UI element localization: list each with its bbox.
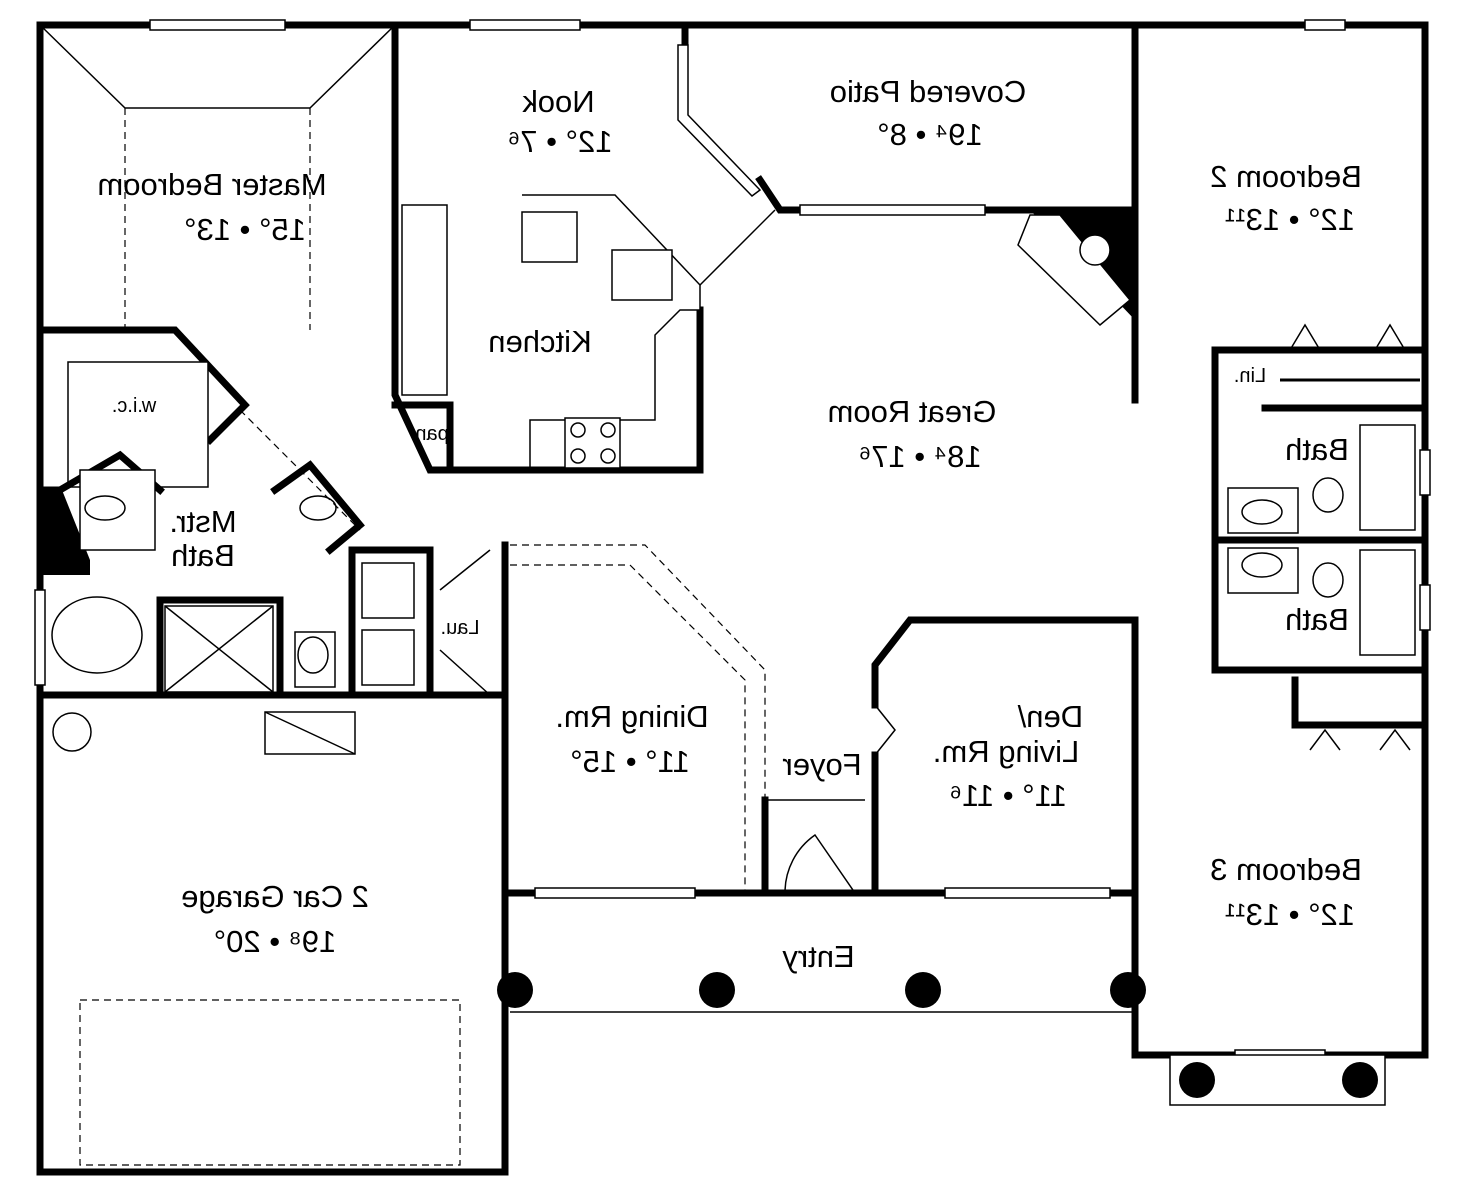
kitchen-nook xyxy=(391,194,776,474)
wic-label: w.i.c. xyxy=(112,395,157,417)
garage xyxy=(52,711,461,1166)
bedroom2-label: Bedroom 2 xyxy=(1210,159,1362,194)
bedroom2-dims: 12° • 13¹¹ xyxy=(1225,202,1355,237)
den-dims: 11° • 11⁶ xyxy=(949,778,1067,813)
bedroom3-dims: 12° • 13¹¹ xyxy=(1225,897,1355,932)
pan-label: pan xyxy=(415,423,448,445)
master-bedroom-label: Master Bedroom xyxy=(97,167,326,202)
master-bedroom-dims: 15° • 13° xyxy=(184,212,306,247)
bath-upper-label: Bath xyxy=(1285,432,1349,467)
kitchen-label: Kitchen xyxy=(488,324,591,359)
mstr-bath-label-line1: Mstr. xyxy=(169,504,236,539)
great-room-dims: 18⁴ • 17⁶ xyxy=(858,439,981,474)
nook-dims: 12° • 7⁶ xyxy=(508,124,613,159)
den-label-line2: Living Rm. xyxy=(933,734,1079,769)
covered-patio-label: Covered Patio xyxy=(830,74,1026,109)
bath-lower-label: Bath xyxy=(1285,602,1349,637)
garage-dims: 19⁸ • 20° xyxy=(214,924,337,959)
room-labels: Master Bedroom 15° • 13° Nook 12° • 7⁶ C… xyxy=(97,74,1361,974)
bedroom3-label: Bedroom 3 xyxy=(1210,852,1362,887)
nook-label: Nook xyxy=(522,84,595,119)
windows xyxy=(34,19,1431,1061)
laundry-label: Lau. xyxy=(441,617,480,639)
right-wing xyxy=(1131,206,1429,1059)
lin-label: Lin. xyxy=(1234,365,1266,387)
dining-label: Dining Rm. xyxy=(555,699,708,734)
master-suite xyxy=(36,24,509,699)
great-room-label: Great Room xyxy=(828,394,997,429)
dining-dims: 11° • 15° xyxy=(570,744,690,779)
foyer-label: Foyer xyxy=(782,747,861,782)
garage-label: 2 Car Garage xyxy=(181,879,369,914)
mstr-bath-label-line2: Bath xyxy=(171,538,235,573)
laundry xyxy=(348,546,491,699)
great-room-area xyxy=(510,210,1139,897)
den-label-line1: Den/ xyxy=(1017,699,1083,734)
covered-patio-dims: 19⁴ • 8° xyxy=(877,117,983,152)
entry-porch xyxy=(497,972,1386,1106)
entry-label: Entry xyxy=(782,939,855,974)
